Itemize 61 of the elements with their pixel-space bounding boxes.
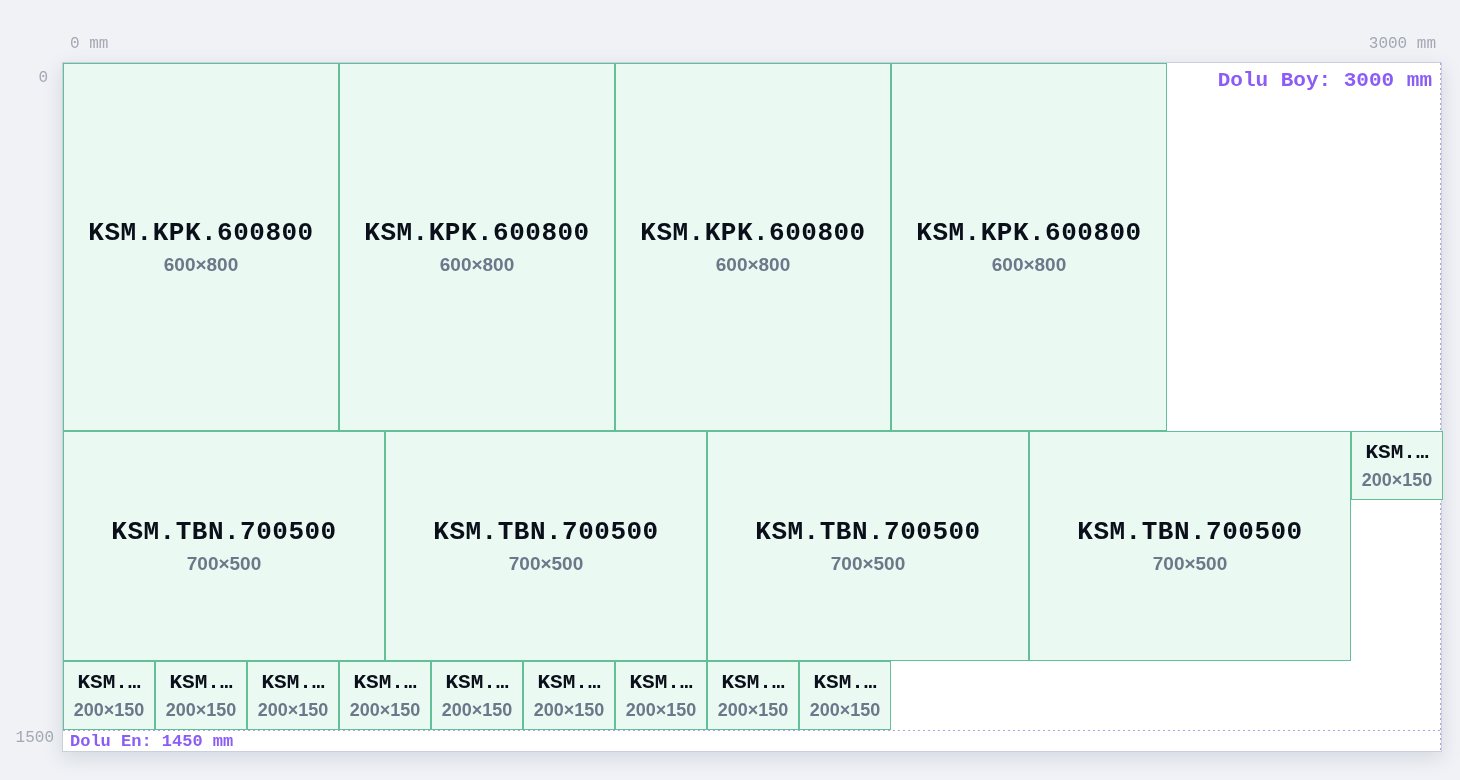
part-size: 700×500 [830, 552, 906, 576]
part-size: 600×800 [991, 253, 1067, 277]
part-size: 200×150 [809, 699, 881, 721]
part-panel [707, 431, 1029, 661]
dimension-label: Dolu En: 1450 mm [70, 731, 234, 752]
part-code: KSM.KPK.600800 [640, 217, 866, 249]
part-code: KSM.… [261, 670, 325, 695]
part-panel [385, 431, 707, 661]
part-code: KSM.… [169, 670, 233, 695]
part-code: KSM.KPK.600800 [364, 217, 590, 249]
part-size: 600×800 [163, 253, 239, 277]
part-panel [615, 63, 891, 431]
part-panel [1351, 431, 1443, 500]
part-code: KSM.… [721, 670, 785, 695]
part-size: 600×800 [439, 253, 515, 277]
part-panel [339, 661, 431, 730]
part-code: KSM.TBN.700500 [755, 516, 981, 548]
part-code: KSM.… [537, 670, 601, 695]
part-panel [891, 63, 1167, 431]
part-panel [155, 661, 247, 730]
part-size: 700×500 [186, 552, 262, 576]
part-code: KSM.… [445, 670, 509, 695]
part-code: KSM.TBN.700500 [111, 516, 337, 548]
ruler-label: 0 mm [70, 34, 109, 54]
part-panel [63, 661, 155, 730]
part-size: 200×150 [533, 699, 605, 721]
dimension-label: Dolu Boy: 3000 mm [1217, 68, 1432, 93]
part-code: KSM.TBN.700500 [433, 516, 659, 548]
part-size: 200×150 [349, 699, 421, 721]
part-size: 200×150 [165, 699, 237, 721]
part-code: KSM.KPK.600800 [88, 217, 314, 249]
part-size: 200×150 [1361, 469, 1433, 491]
part-code: KSM.… [77, 670, 141, 695]
part-panel [63, 63, 339, 431]
sheet-panel [62, 62, 1442, 752]
part-panel [431, 661, 523, 730]
ruler-label: 0 [38, 68, 48, 88]
part-panel [1029, 431, 1351, 661]
part-size: 200×150 [625, 699, 697, 721]
part-size: 200×150 [73, 699, 145, 721]
part-code: KSM.KPK.600800 [916, 217, 1142, 249]
part-size: 700×500 [508, 552, 584, 576]
ruler-label: 1500 [15, 728, 54, 748]
part-code: KSM.… [813, 670, 877, 695]
part-panel [523, 661, 615, 730]
part-size: 700×500 [1152, 552, 1228, 576]
part-size: 200×150 [257, 699, 329, 721]
part-code: KSM.… [353, 670, 417, 695]
part-panel [615, 661, 707, 730]
part-size: 200×150 [717, 699, 789, 721]
part-code: KSM.TBN.700500 [1077, 516, 1303, 548]
part-code: KSM.… [1365, 440, 1429, 465]
part-panel [707, 661, 799, 730]
part-code: KSM.… [629, 670, 693, 695]
part-panel [247, 661, 339, 730]
part-panel [339, 63, 615, 431]
part-panel [799, 661, 891, 730]
part-size: 200×150 [441, 699, 513, 721]
part-panel [63, 431, 385, 661]
ruler-label: 3000 mm [1368, 34, 1436, 54]
part-size: 600×800 [715, 253, 791, 277]
